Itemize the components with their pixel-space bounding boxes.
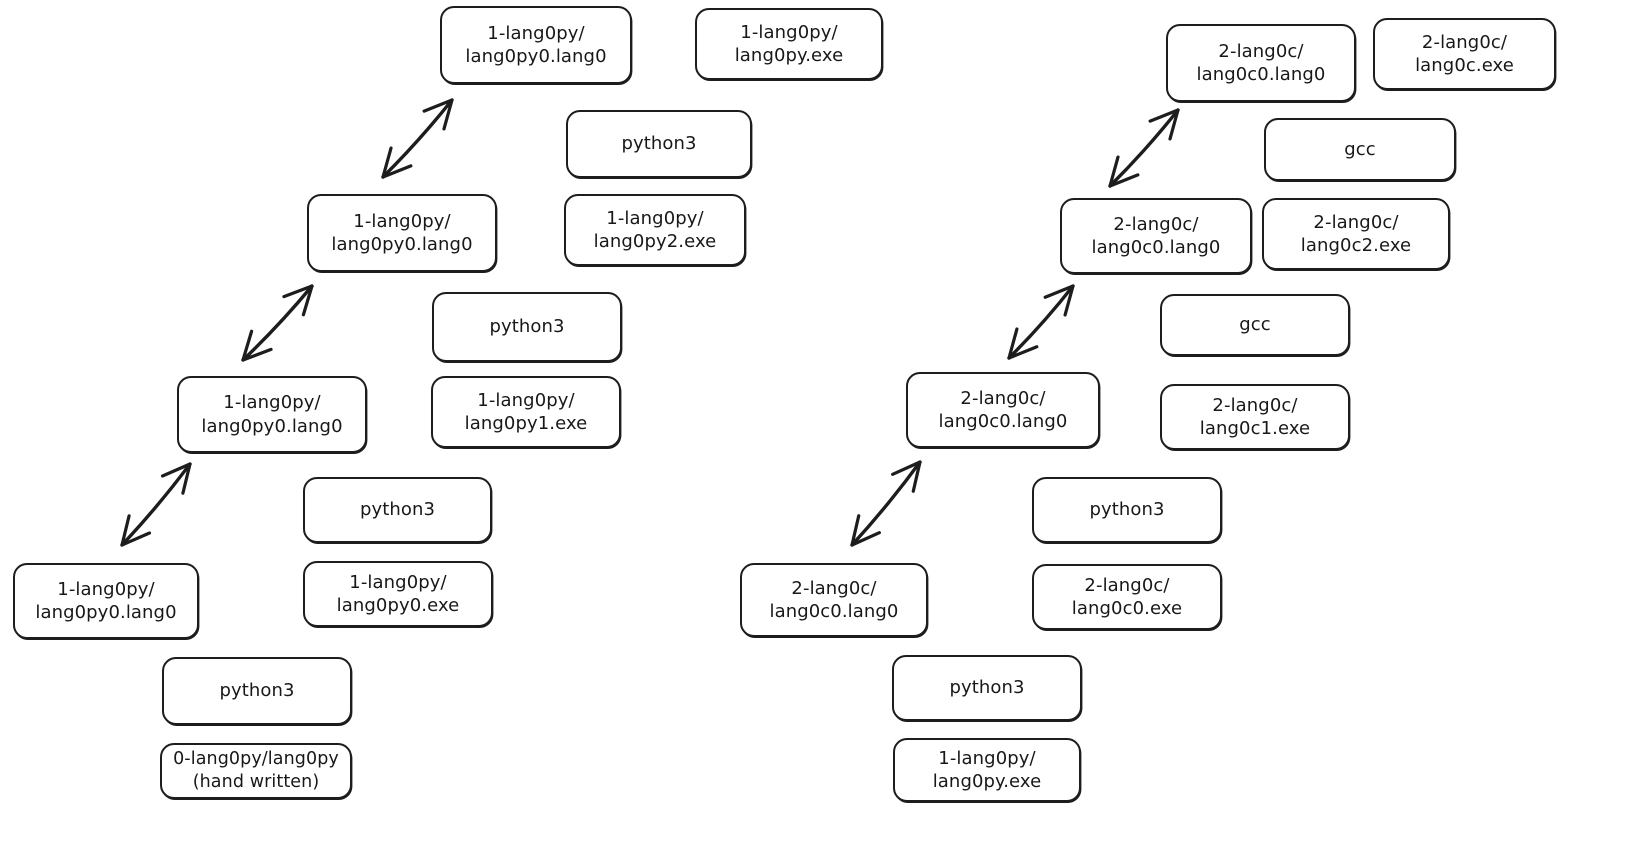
node-c-in-0[interactable]: 2-lang0c/ lang0c0.exe (1032, 564, 1222, 630)
node-py-l3-src[interactable]: 1-lang0py/ lang0py0.lang0 (440, 6, 632, 84)
node-py-in-1[interactable]: 1-lang0py/ lang0py1.exe (431, 376, 621, 448)
node-py-l3-exe[interactable]: 1-lang0py/ lang0py.exe (695, 8, 883, 80)
node-c-l3-src[interactable]: 2-lang0c/ lang0c0.lang0 (1166, 24, 1356, 102)
node-c-tool-2[interactable]: gcc (1160, 294, 1350, 356)
arrow-c-arrow-1 (850, 460, 922, 547)
node-py-tool-2[interactable]: python3 (432, 292, 622, 362)
node-c-boot[interactable]: 1-lang0py/ lang0py.exe (893, 738, 1081, 802)
node-c-tool-0[interactable]: python3 (892, 655, 1082, 721)
node-py-tool-0[interactable]: python3 (162, 657, 352, 725)
node-c-l0-src[interactable]: 2-lang0c/ lang0c0.lang0 (740, 563, 928, 637)
arrow-py-arrow-3 (381, 98, 454, 179)
node-c-tool-3[interactable]: gcc (1264, 118, 1456, 181)
arrow-c-arrow-2 (1007, 284, 1075, 360)
node-py-tool-1[interactable]: python3 (303, 477, 492, 543)
node-py-l1-src[interactable]: 1-lang0py/ lang0py0.lang0 (177, 376, 367, 453)
arrow-py-arrow-2 (241, 284, 314, 362)
node-py-tool-3[interactable]: python3 (566, 110, 752, 178)
node-py-l0-src[interactable]: 1-lang0py/ lang0py0.lang0 (13, 563, 199, 639)
node-c-tool-1[interactable]: python3 (1032, 477, 1222, 543)
node-py-hand[interactable]: 0-lang0py/lang0py (hand written) (160, 743, 352, 799)
node-c-l3-exe[interactable]: 2-lang0c/ lang0c.exe (1373, 18, 1556, 90)
node-c-l1-src[interactable]: 2-lang0c/ lang0c0.lang0 (906, 372, 1100, 448)
arrow-c-arrow-3 (1108, 108, 1180, 188)
node-c-in-2[interactable]: 2-lang0c/ lang0c2.exe (1262, 198, 1450, 270)
arrow-py-arrow-1 (120, 462, 192, 547)
node-py-in-2[interactable]: 1-lang0py/ lang0py2.exe (564, 194, 746, 266)
node-py-l2-src[interactable]: 1-lang0py/ lang0py0.lang0 (307, 194, 497, 272)
node-c-l2-src[interactable]: 2-lang0c/ lang0c0.lang0 (1060, 198, 1252, 274)
node-py-in-0[interactable]: 1-lang0py/ lang0py0.exe (303, 561, 493, 627)
node-c-in-1[interactable]: 2-lang0c/ lang0c1.exe (1160, 384, 1350, 450)
